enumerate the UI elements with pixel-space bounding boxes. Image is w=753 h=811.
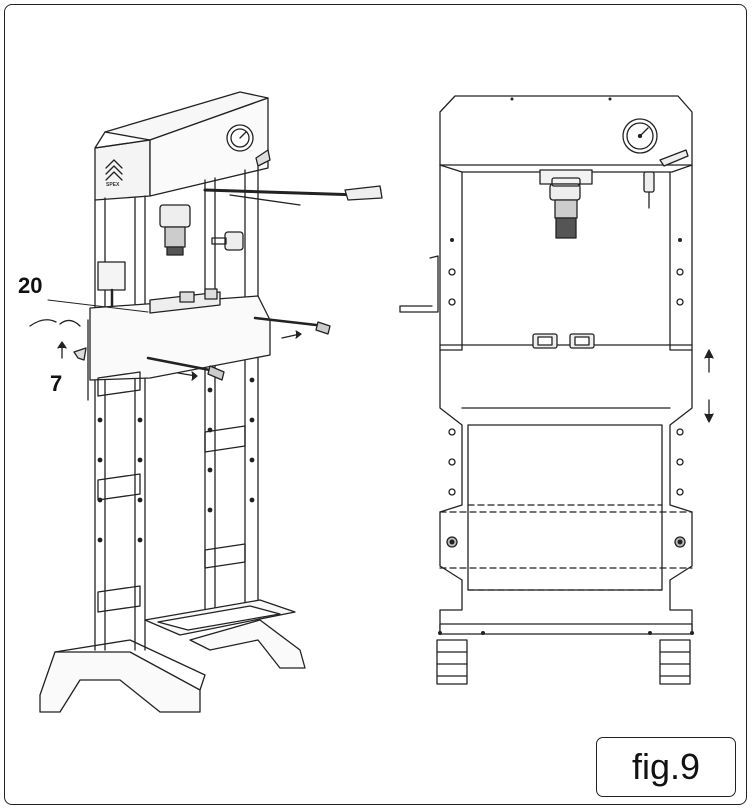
brand-logo xyxy=(105,159,123,181)
figure-label-box: fig.9 xyxy=(596,737,736,797)
callout-part-7: 7 xyxy=(50,371,63,396)
press-front-view xyxy=(399,95,714,685)
callout-part-20: 20 xyxy=(18,273,43,298)
pressure-gauge-left xyxy=(226,124,254,152)
outer-border xyxy=(4,4,747,805)
press-perspective-view xyxy=(39,91,383,713)
pressure-gauge-right xyxy=(622,118,658,154)
brand-text: SPEX xyxy=(106,182,120,188)
figure-label: fig.9 xyxy=(631,746,701,787)
